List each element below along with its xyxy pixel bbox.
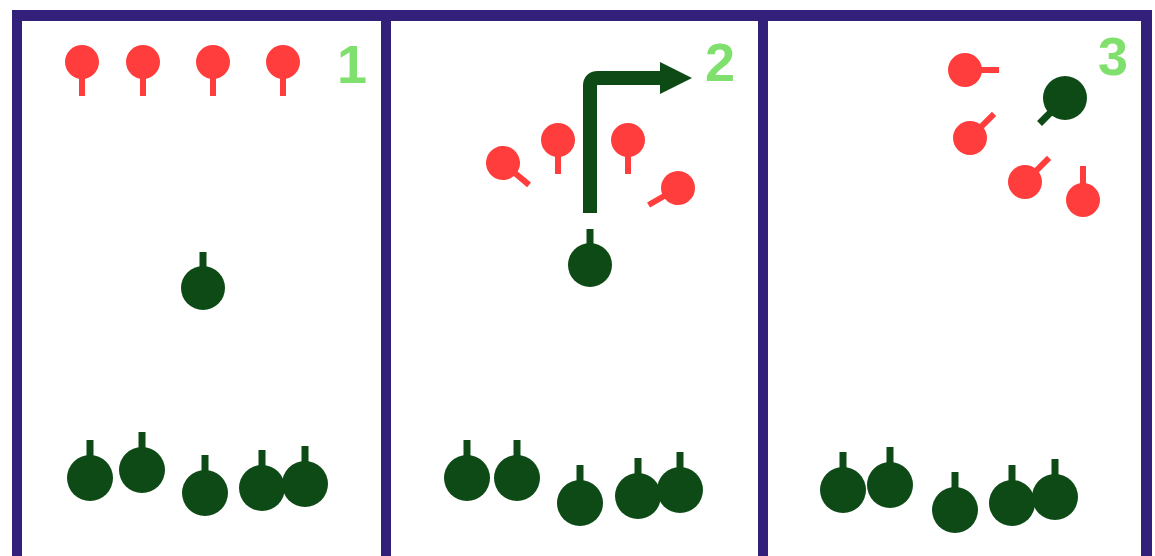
panel-divider — [381, 10, 391, 556]
green-molecule — [615, 458, 661, 519]
green-molecule — [657, 452, 703, 513]
green-molecule — [557, 465, 603, 526]
red-molecule — [946, 102, 1006, 162]
red-molecule — [479, 139, 540, 198]
frame-top — [12, 10, 1152, 21]
green-molecule — [1032, 459, 1078, 520]
red-molecule — [65, 45, 99, 96]
panel-divider — [758, 10, 768, 556]
arrow-head — [660, 62, 692, 94]
red-molecule — [640, 165, 701, 220]
green-molecule — [989, 465, 1035, 526]
green-molecule — [182, 455, 228, 516]
green-molecule — [67, 440, 113, 501]
panel-number: 1 — [337, 37, 367, 91]
frame-right — [1141, 10, 1152, 556]
red-molecule — [196, 45, 230, 96]
red-molecule — [126, 45, 160, 96]
red-molecule — [1066, 166, 1100, 217]
green-molecule — [239, 450, 285, 511]
green-molecule — [820, 452, 866, 513]
green-molecule — [282, 446, 328, 507]
frame-left — [12, 10, 22, 556]
red-molecule — [1001, 146, 1061, 206]
green-molecule — [119, 432, 165, 493]
red-molecule — [541, 123, 575, 174]
motion-arrow — [590, 78, 662, 213]
green-molecule — [932, 472, 978, 533]
red-molecule — [948, 53, 999, 87]
panel-number: 2 — [705, 35, 735, 89]
green-molecule — [867, 447, 913, 508]
red-molecule — [611, 123, 645, 174]
green-molecule — [1024, 67, 1096, 139]
green-molecule — [181, 252, 225, 310]
red-molecule — [266, 45, 300, 96]
green-molecule — [444, 440, 490, 501]
green-molecule — [494, 440, 540, 501]
green-molecule — [568, 229, 612, 287]
panel-number: 3 — [1098, 29, 1128, 83]
